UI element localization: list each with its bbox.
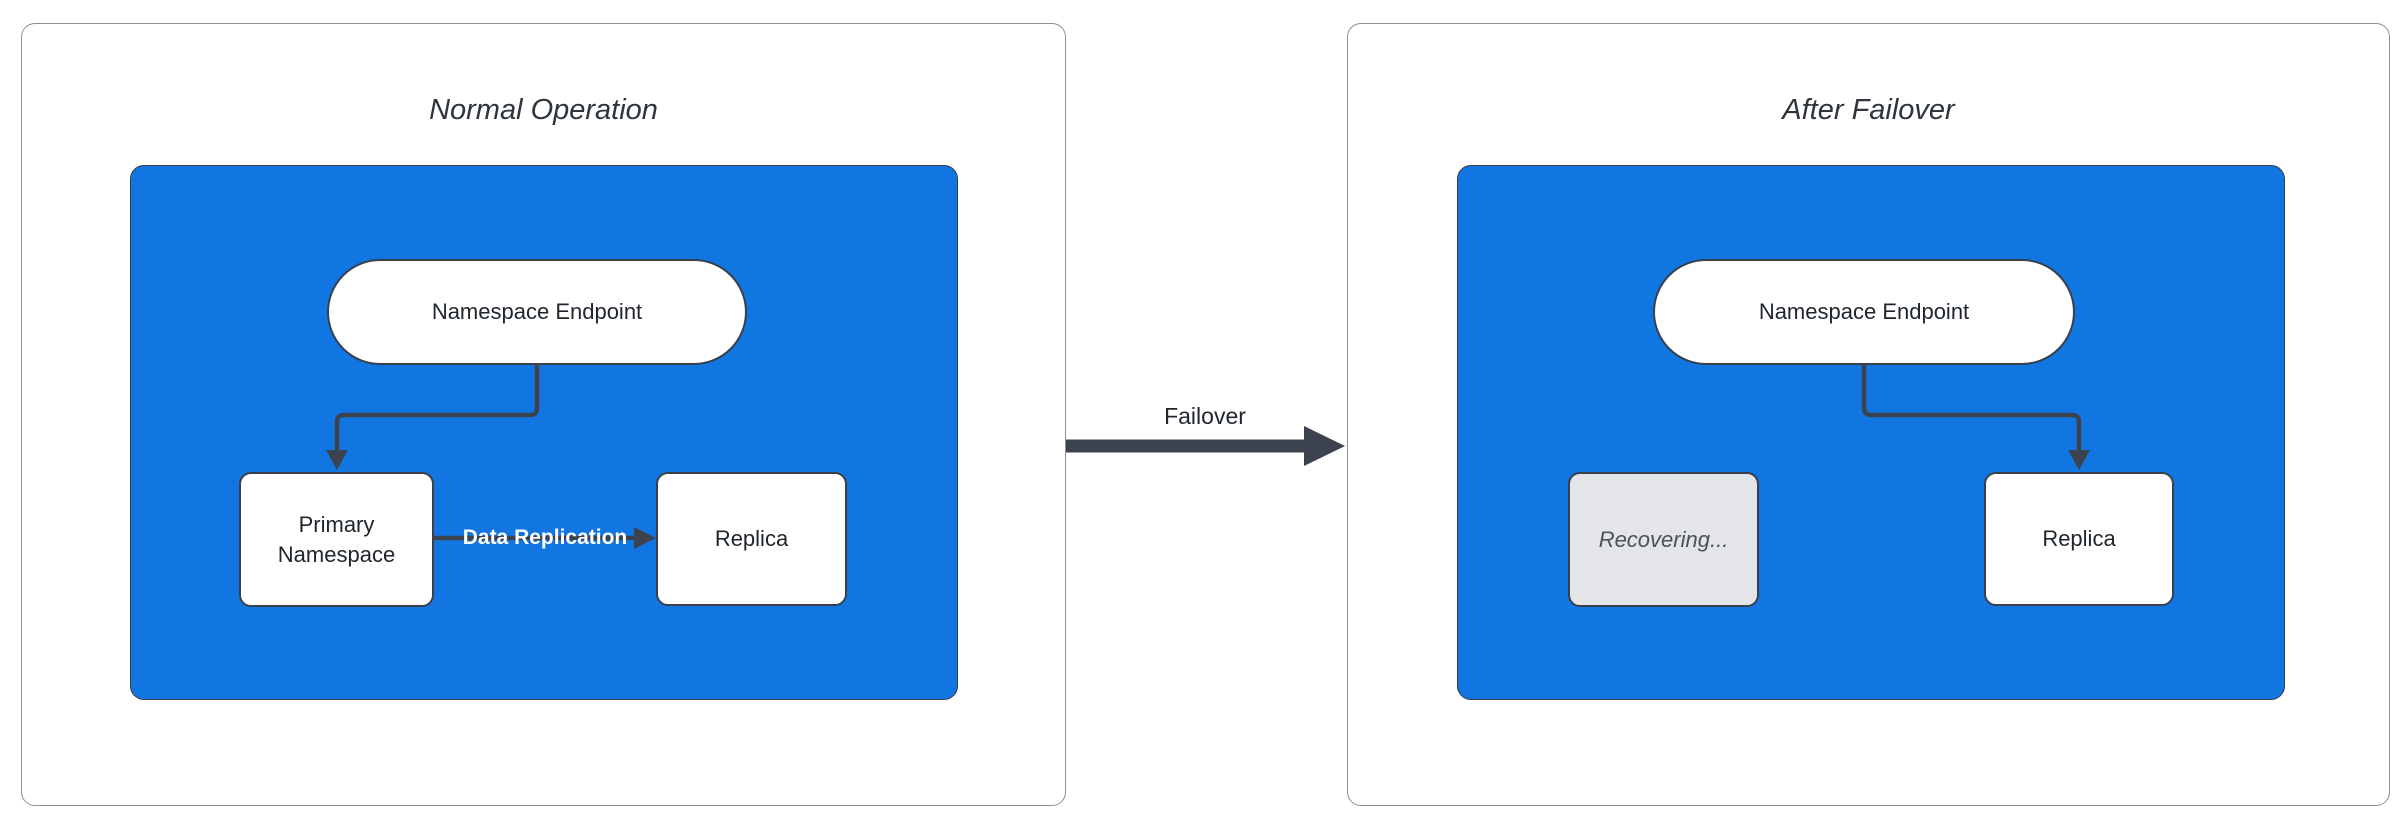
node-replica-failover: Replica (1984, 472, 2174, 606)
panel-title-after-failover: After Failover (1782, 94, 1955, 126)
node-replica-normal: Replica (656, 472, 847, 606)
cluster-normal-operation: Namespace Endpoint Primary Namespace Rep… (130, 165, 958, 700)
panel-title-normal-operation: Normal Operation (429, 94, 658, 126)
arrow-failover (1066, 426, 1345, 466)
panel-after-failover: After Failover Namespace Endpoint Recove… (1347, 23, 2390, 806)
edge-label-failover: Failover (1164, 402, 1246, 429)
cluster-after-failover: Namespace Endpoint Recovering... Replica (1457, 165, 2285, 700)
arrowhead-failover-icon (1304, 426, 1345, 466)
node-primary-namespace: Primary Namespace (239, 472, 434, 607)
node-namespace-endpoint-normal: Namespace Endpoint (327, 259, 747, 365)
edge-label-data-replication: Data Replication (462, 526, 628, 549)
node-recovering: Recovering... (1568, 472, 1759, 607)
node-namespace-endpoint-failover: Namespace Endpoint (1653, 259, 2075, 365)
panel-normal-operation: Normal Operation Namespace Endpoint Prim… (21, 23, 1066, 806)
